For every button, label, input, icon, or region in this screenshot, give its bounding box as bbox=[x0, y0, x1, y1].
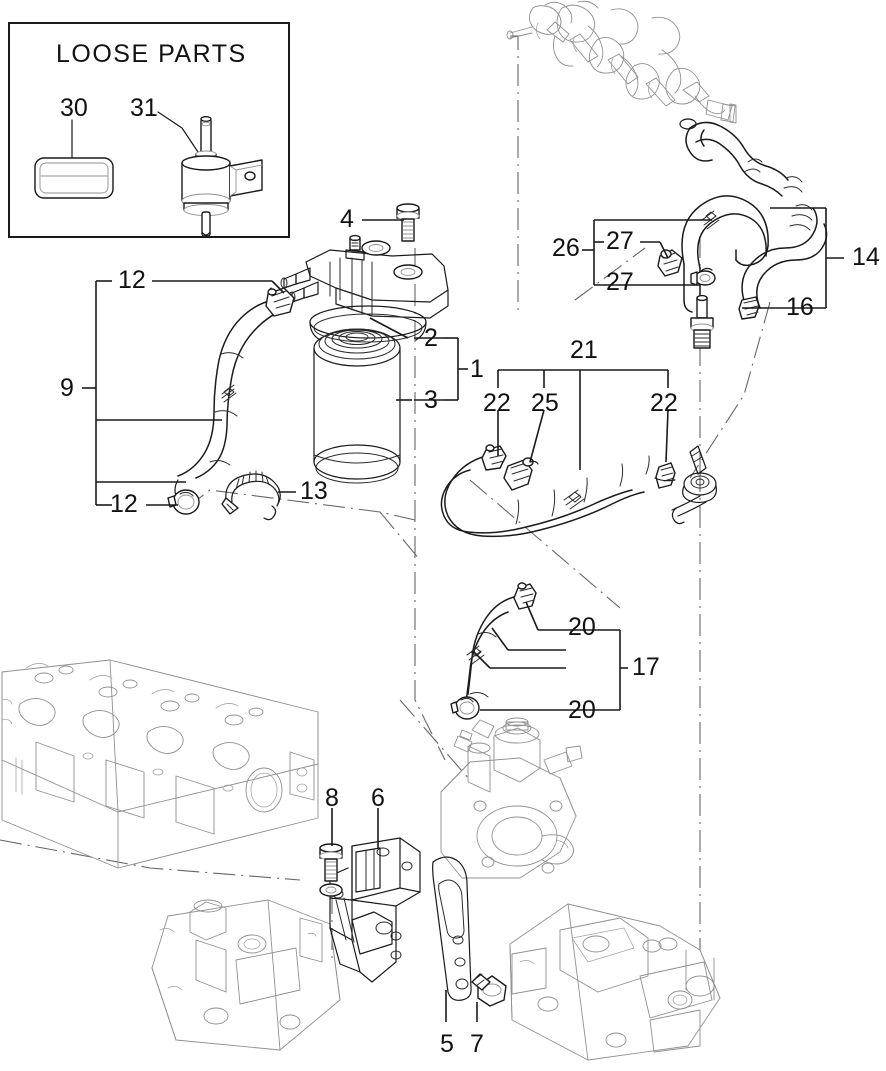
part-20-clamp-upper bbox=[513, 582, 537, 610]
callout-6: 6 bbox=[371, 784, 385, 812]
part-13-spring-band-clamp bbox=[221, 470, 281, 521]
part-21-hose-assembly bbox=[440, 444, 717, 538]
callout-7: 7 bbox=[470, 1030, 484, 1058]
fuel-filter-assembly bbox=[280, 203, 449, 484]
callout-31: 31 bbox=[130, 94, 158, 122]
callout-17: 17 bbox=[632, 653, 660, 681]
callout-22-left: 22 bbox=[483, 389, 511, 417]
banjo-joint bbox=[654, 445, 717, 525]
part-25-clamp bbox=[503, 457, 539, 491]
part-9-hose-assembly bbox=[167, 287, 295, 515]
callout-20-upper: 20 bbox=[568, 613, 596, 641]
part-20-clamp-lower bbox=[450, 696, 480, 720]
callout-12-lower: 12 bbox=[110, 490, 138, 518]
part-27-connector-upper bbox=[657, 249, 683, 277]
part-12-clamp-upper bbox=[265, 287, 295, 317]
callout-25: 25 bbox=[531, 389, 559, 417]
callout-1: 1 bbox=[470, 355, 484, 383]
hose-texture-17 bbox=[466, 645, 485, 665]
callout-30: 30 bbox=[60, 94, 88, 122]
callout-2: 2 bbox=[424, 324, 438, 352]
cylinder-head bbox=[1, 659, 319, 869]
common-rail-assembly bbox=[506, 0, 737, 124]
part-30-gasket bbox=[34, 119, 114, 199]
part-17-feed-hose bbox=[450, 582, 537, 720]
hollow-screw-nipple bbox=[690, 294, 714, 349]
loose-parts-title: LOOSE PARTS bbox=[56, 40, 247, 68]
part-12-clamp-lower bbox=[167, 489, 200, 515]
callout-22-right: 22 bbox=[650, 389, 678, 417]
part-4-bolt bbox=[396, 203, 420, 242]
callout-14: 14 bbox=[852, 243, 880, 271]
part-6-mounting-bracket bbox=[329, 837, 421, 983]
callout-leader-lines bbox=[82, 207, 844, 1022]
timing-gear-case bbox=[509, 903, 721, 1061]
loose-parts-box bbox=[8, 22, 290, 238]
callout-21: 21 bbox=[570, 336, 598, 364]
part-31-regulator bbox=[157, 111, 263, 237]
callout-4: 4 bbox=[340, 205, 354, 233]
hose-texture bbox=[221, 384, 237, 403]
high-pressure-injection-pump bbox=[440, 717, 583, 879]
part-27-connector-lower bbox=[690, 267, 716, 286]
callout-27-lower: 27 bbox=[606, 268, 634, 296]
callout-8: 8 bbox=[325, 784, 339, 812]
part-22-clamp-left bbox=[481, 444, 507, 471]
intake-manifold bbox=[151, 899, 341, 1051]
part-2-filter-head bbox=[280, 234, 449, 343]
part-3-filter-cartridge bbox=[313, 328, 401, 484]
callout-16: 16 bbox=[786, 293, 814, 321]
callout-20-lower: 20 bbox=[568, 696, 596, 724]
assembly-axis-lines bbox=[0, 35, 771, 960]
callout-3: 3 bbox=[424, 386, 438, 414]
part-22-clamp-right bbox=[655, 462, 676, 489]
callout-27-upper: 27 bbox=[606, 227, 634, 255]
part-5-support-stay bbox=[432, 856, 472, 1001]
part-7-bolt bbox=[471, 973, 507, 1007]
callout-9: 9 bbox=[60, 374, 74, 402]
hose-texture-21 bbox=[563, 489, 585, 510]
return-hose-assembly-14 bbox=[657, 118, 828, 349]
callout-26: 26 bbox=[552, 234, 580, 262]
callout-13: 13 bbox=[300, 477, 328, 505]
callout-5: 5 bbox=[440, 1030, 454, 1058]
part-8-bolt bbox=[319, 843, 343, 897]
callout-12-upper: 12 bbox=[118, 266, 146, 294]
